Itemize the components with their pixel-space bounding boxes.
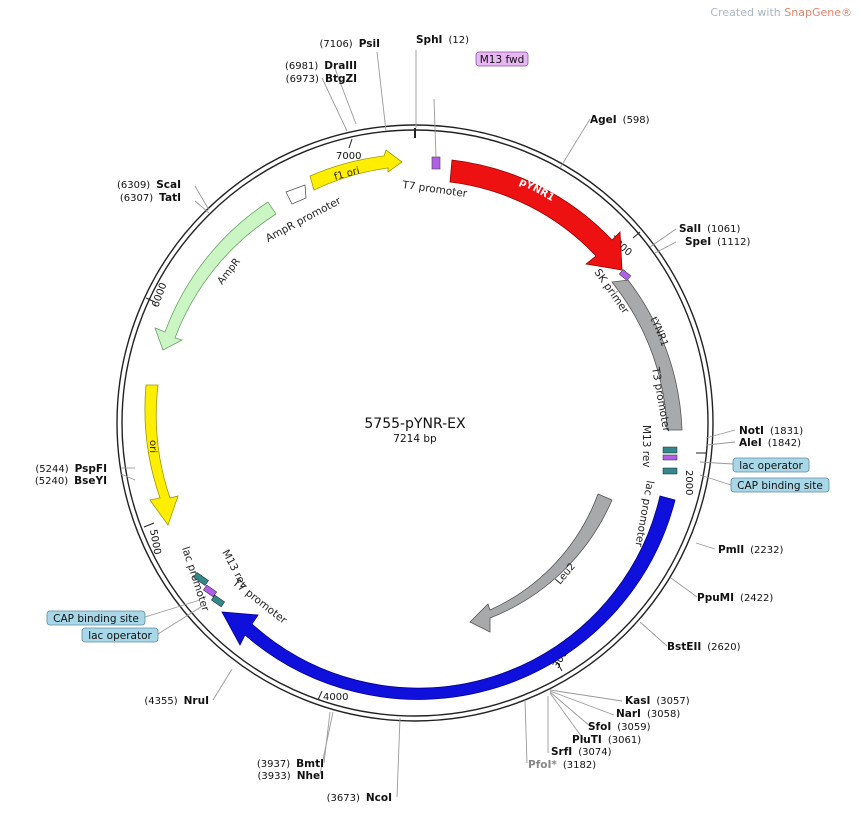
restriction-sites: SphI(12) (7106)PsiI (6981)DraIII (6973)B… xyxy=(35,34,803,804)
SK-primer-marker[interactable] xyxy=(618,269,632,281)
boxed-features: M13 fwd lac operator CAP binding site CA… xyxy=(46,51,830,643)
snapgene-watermark: Created with SnapGene® xyxy=(710,6,852,19)
f1-ori-arrow[interactable] xyxy=(309,149,403,191)
site-KasI[interactable]: KasI(3057) xyxy=(625,695,690,707)
AmpR-arrow[interactable] xyxy=(154,201,277,351)
HpLEU2-arrow[interactable] xyxy=(221,495,676,700)
site-NheI[interactable]: (3933)NheI xyxy=(257,770,324,782)
site-SphI[interactable]: SphI(12) xyxy=(416,34,469,46)
site-NruI[interactable]: (4355)NruI xyxy=(144,695,209,707)
site-SalI[interactable]: SalI(1061) xyxy=(679,223,741,235)
tick-6000: 6000 xyxy=(150,281,169,309)
site-AleI[interactable]: AleI(1842) xyxy=(739,437,801,449)
lac-operator-right-marker[interactable] xyxy=(662,446,678,454)
site-TatI[interactable]: (6307)TatI xyxy=(120,192,181,204)
site-NcoI[interactable]: (3673)NcoI xyxy=(327,792,392,804)
pYNR1-arrow[interactable] xyxy=(449,159,623,271)
box-lac-operator-right-text: lac operator xyxy=(739,460,803,472)
site-SpeI[interactable]: SpeI(1112) xyxy=(685,236,750,248)
site-DraIII[interactable]: (6981)DraIII xyxy=(285,60,357,72)
M13-rev-right-marker[interactable] xyxy=(662,454,678,461)
M13-rev-left-marker[interactable] xyxy=(203,584,217,598)
plasmid-name: 5755-pYNR-EX xyxy=(364,416,466,432)
tYNR1-arrow[interactable] xyxy=(611,279,683,431)
site-BtgZI[interactable]: (6973)BtgZI xyxy=(286,73,357,85)
site-SrfI[interactable]: SrfI(3074) xyxy=(551,746,612,758)
watermark-prefix: Created with xyxy=(710,6,785,19)
watermark-brand: SnapGene® xyxy=(784,6,852,19)
box-lac-operator-left[interactable]: lac operator xyxy=(81,627,159,643)
box-CAP-right-text: CAP binding site xyxy=(737,480,823,492)
site-BseYI[interactable]: (5240)BseYI xyxy=(35,475,107,487)
plasmid-size: 7214 bp xyxy=(393,433,437,445)
ori-arrow[interactable] xyxy=(144,384,179,526)
box-lac-operator-right[interactable]: lac operator xyxy=(732,457,810,473)
AmpR-promoter-arrow[interactable] xyxy=(285,184,307,205)
box-M13-fwd[interactable]: M13 fwd xyxy=(475,51,529,67)
site-PsiI[interactable]: (7106)PsiI xyxy=(319,38,380,50)
CAP-right-marker[interactable] xyxy=(662,467,678,475)
tick-2000: 2000 xyxy=(683,470,694,495)
site-PmlI[interactable]: PmlI(2232) xyxy=(718,544,784,556)
leader-lines xyxy=(120,50,736,798)
backbone xyxy=(116,124,714,722)
site-PfoI[interactable]: PfoI*(3182) xyxy=(528,759,596,771)
site-NotI[interactable]: NotI(1831) xyxy=(739,425,803,437)
box-M13-fwd-text: M13 fwd xyxy=(480,54,525,66)
Leu2-arrow[interactable] xyxy=(469,493,613,633)
tick-7000: 7000 xyxy=(336,151,361,162)
site-BmtI[interactable]: (3937)BmtI xyxy=(257,758,324,770)
box-lac-operator-left-text: lac operator xyxy=(88,630,152,642)
AmpR-promoter-label: AmpR promoter xyxy=(264,195,344,245)
site-ScaI[interactable]: (6309)ScaI xyxy=(117,179,181,191)
tick-4000: 4000 xyxy=(323,692,348,703)
box-CAP-left[interactable]: CAP binding site xyxy=(46,610,146,626)
box-CAP-right[interactable]: CAP binding site xyxy=(730,477,830,493)
tick-5000: 5000 xyxy=(147,529,162,556)
site-BstEII[interactable]: BstEII(2620) xyxy=(667,641,741,653)
M13-rev-right-label: M13 rev xyxy=(640,425,652,468)
lac-operator-left-marker[interactable] xyxy=(193,572,209,586)
site-PluTI[interactable]: PluTI(3061) xyxy=(572,734,641,746)
box-CAP-left-text: CAP binding site xyxy=(53,613,139,625)
site-PpuMI[interactable]: PpuMI(2422) xyxy=(697,592,773,604)
site-AgeI[interactable]: AgeI(598) xyxy=(590,114,650,126)
site-PspFI[interactable]: (5244)PspFI xyxy=(35,463,107,475)
ori-label: ori xyxy=(147,440,158,453)
CAP-left-marker[interactable] xyxy=(211,594,225,608)
site-NarI[interactable]: NarI(3058) xyxy=(616,708,680,720)
T7-promoter-top-marker[interactable] xyxy=(431,156,441,170)
site-SfoI[interactable]: SfoI(3059) xyxy=(588,721,651,733)
